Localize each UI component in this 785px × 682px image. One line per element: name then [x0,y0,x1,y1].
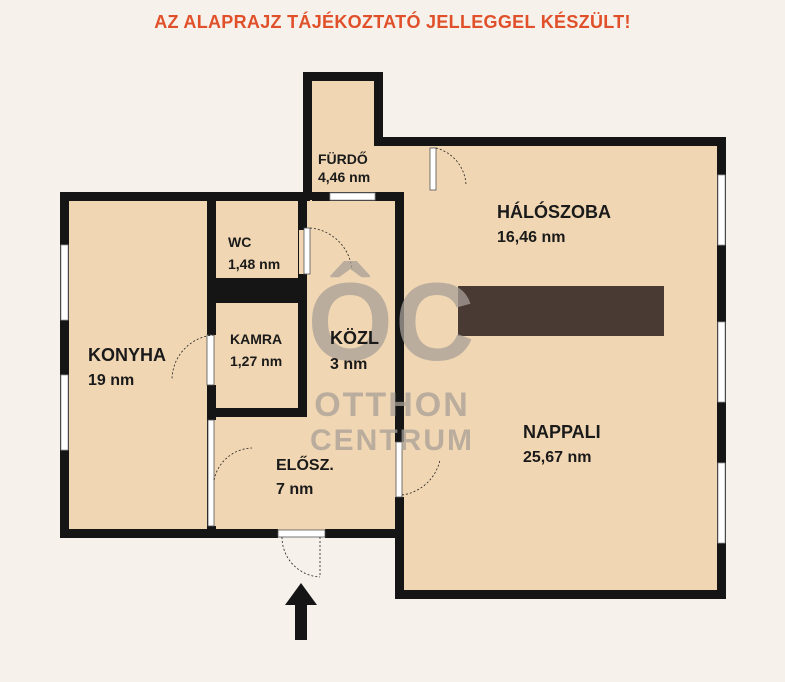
floor-kamra [216,302,306,408]
wall [395,192,404,442]
door-swing [281,536,321,578]
door-swing [401,459,441,496]
door-swing [309,227,353,271]
watermark: ÔC OTTHON CENTRUM [308,261,477,457]
label-furdo-area: 4,46 nm [318,169,370,185]
arrow-up-icon [285,583,317,640]
label-konyha-name: KONYHA [88,345,166,365]
label-wc-area: 1,48 nm [228,256,280,272]
watermark-logo: ÔC [308,261,477,384]
label-kozl-area: 3 nm [330,356,367,373]
label-wc-name: WC [228,234,251,250]
label-nappali-area: 25,67 nm [523,449,591,466]
wall [207,192,216,417]
label-eloszoba-name: ELŐSZ. [276,455,334,474]
door-leaf [303,227,311,275]
floor-konyha [68,200,208,530]
label-haloszoba-name: HÁLÓSZOBA [497,201,611,222]
wall [374,72,383,144]
label-kamra-area: 1,27 nm [230,353,282,369]
window [717,174,726,246]
window [717,321,726,403]
wall [60,529,278,538]
wall [395,590,726,599]
wall [374,137,726,146]
door-leaf [395,441,403,498]
wall [207,278,307,303]
window [329,192,376,201]
door-swing [435,147,467,186]
label-kamra-name: KAMRA [230,331,282,347]
wall [303,72,383,81]
floor-furdo-top [312,80,374,150]
door-swings [171,147,467,578]
floor-eloszoba [216,416,396,530]
window [60,244,69,321]
wall [60,192,69,538]
door-leaf [207,419,215,527]
watermark-line2: CENTRUM [310,424,474,457]
label-konyha-area: 19 nm [88,372,134,389]
wall [207,408,307,417]
door-swing [171,334,215,381]
door-swing [213,447,253,481]
label-nappali-name: NAPPALI [523,422,601,442]
door-leaf [429,147,437,191]
wall [325,529,403,538]
table [458,286,664,336]
floor-wc [216,200,306,278]
wall [298,192,307,417]
label-furdo-name: FÜRDŐ [318,150,368,167]
watermark-line1: OTTHON [314,386,470,424]
disclaimer-banner: AZ ALAPRAJZ TÁJÉKOZTATÓ JELLEGGEL KÉSZÜL… [154,12,631,32]
window [60,374,69,451]
room-labels: FÜRDŐ 4,46 nm HÁLÓSZOBA 16,46 nm WC 1,48… [88,150,611,498]
wall [303,72,312,200]
wall [395,497,404,599]
doors [206,147,437,538]
label-kozl-name: KÖZL [330,328,379,348]
entrance-door [277,529,326,538]
door-gap [299,230,307,274]
label-haloszoba-area: 16,46 nm [497,229,565,246]
window [717,462,726,544]
floor-areas [68,80,718,590]
floor-haloszoba-nappali [404,145,718,590]
floor-kozl [306,200,396,416]
wall [60,192,310,201]
door-leaf [206,334,215,386]
label-eloszoba-area: 7 nm [276,481,313,498]
windows [60,174,726,544]
